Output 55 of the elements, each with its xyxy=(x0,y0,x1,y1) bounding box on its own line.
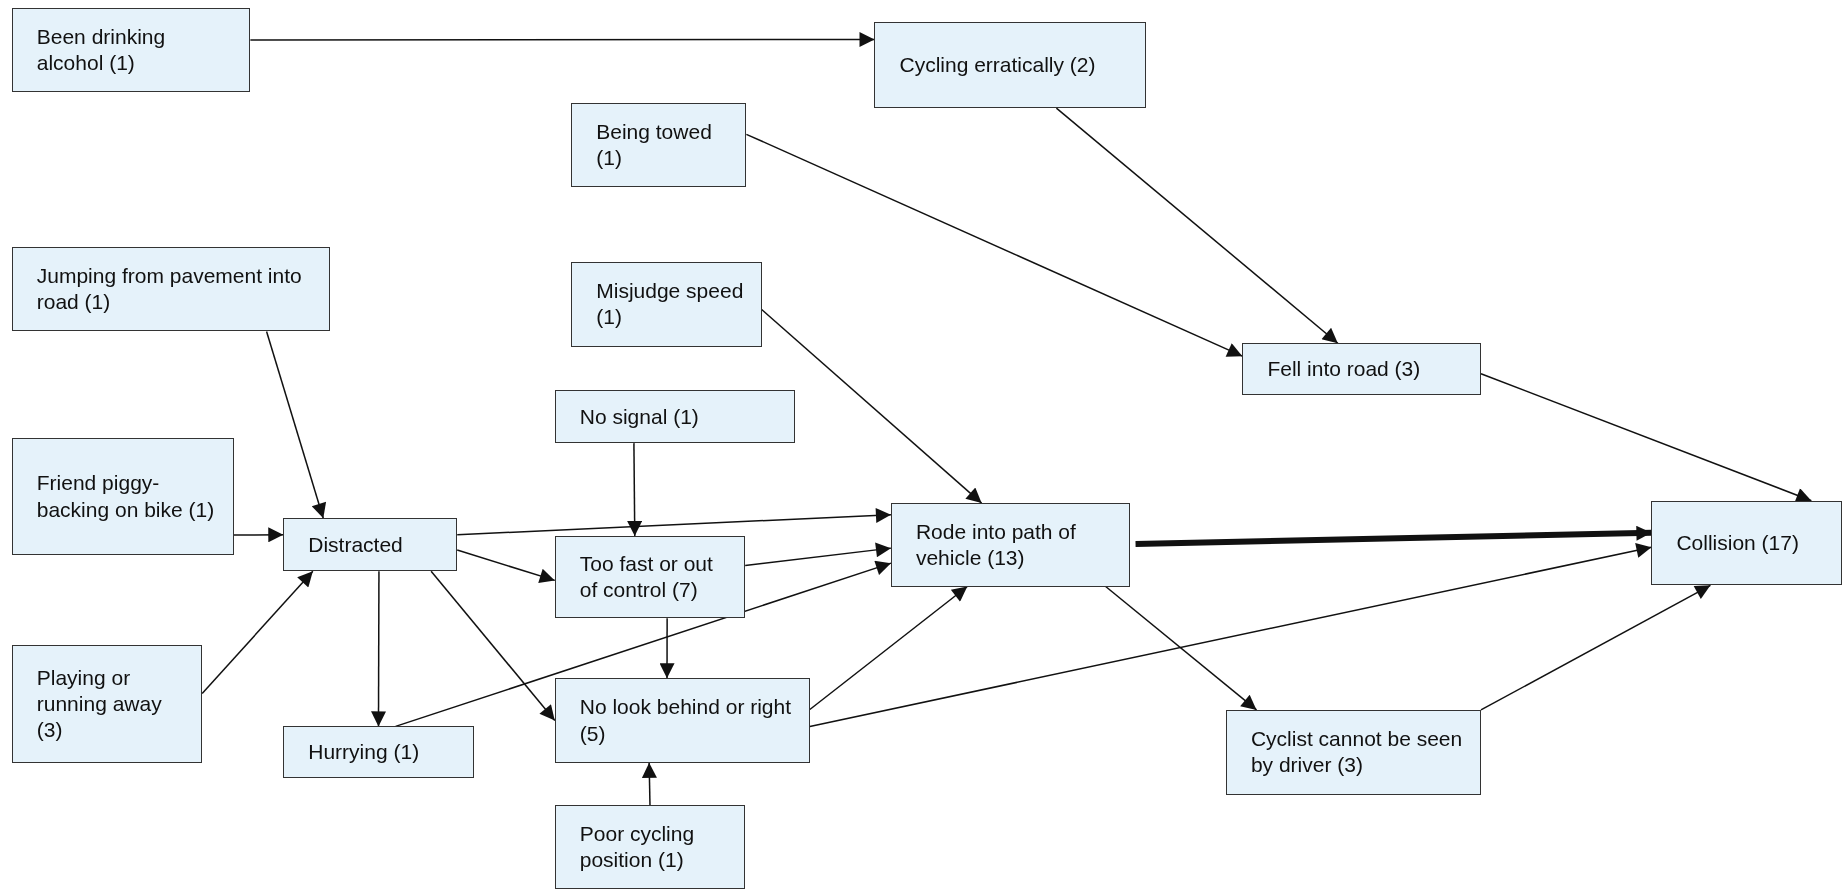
cause-box xyxy=(11,8,251,92)
box-label: Misjudge speed (1) xyxy=(596,278,745,331)
arrow xyxy=(233,527,284,543)
cause-box xyxy=(554,535,746,619)
cause-box xyxy=(554,678,810,763)
cause-box xyxy=(571,103,747,187)
arrow xyxy=(809,543,1653,728)
box-label: No signal (1) xyxy=(579,403,700,430)
cause-box xyxy=(1651,500,1842,586)
arrow xyxy=(371,570,386,728)
arrow xyxy=(249,32,876,47)
box-label: Poor cycling position (1) xyxy=(579,820,696,873)
cause-box xyxy=(11,645,203,763)
cause-box xyxy=(554,805,746,889)
cause-box xyxy=(11,246,331,332)
cause-box xyxy=(1225,709,1481,795)
arrow xyxy=(1480,584,1712,711)
cause-box xyxy=(554,390,795,444)
arrow xyxy=(627,442,643,537)
cause-box xyxy=(571,262,762,347)
cause-box xyxy=(11,438,234,555)
arrow xyxy=(1480,373,1813,503)
arrow xyxy=(659,617,675,679)
arrow xyxy=(809,585,969,711)
arrow xyxy=(641,762,657,806)
box-label: Friend piggy-backing on bike (1) xyxy=(36,470,216,523)
box-label: Fell into road (3) xyxy=(1267,355,1422,382)
box-label: Distracted xyxy=(308,531,404,558)
arrow xyxy=(1104,585,1258,711)
box-label: Too fast or out of control (7) xyxy=(579,550,714,604)
box-label: Hurrying (1) xyxy=(308,739,421,766)
box-label: Jumping from pavement into road (1) xyxy=(36,262,303,316)
box-label: Being towed (1) xyxy=(596,118,713,172)
cause-box xyxy=(874,22,1146,109)
arrow xyxy=(456,507,892,536)
box-label: Cyclist cannot be seen by driver (3) xyxy=(1250,726,1464,779)
box-label: Cycling erratically (2) xyxy=(899,52,1097,79)
arrow xyxy=(1135,525,1652,547)
arrow xyxy=(430,570,556,722)
arrow xyxy=(456,549,556,584)
box-label: Rode into path of vehicle (13) xyxy=(915,518,1077,571)
arrow xyxy=(201,570,314,695)
cause-box xyxy=(283,726,474,779)
box-label: Been drinking alcohol (1) xyxy=(36,23,167,76)
box-label: Playing or running away (3) xyxy=(36,664,163,744)
arrow xyxy=(744,542,892,567)
cause-box xyxy=(1242,343,1481,395)
box-label: Collision (17) xyxy=(1676,529,1800,556)
arrow xyxy=(265,330,327,520)
cause-box xyxy=(890,503,1130,587)
cause-box xyxy=(283,518,458,572)
arrow xyxy=(1055,107,1339,344)
arrow xyxy=(760,308,983,504)
box-label: No look behind or right (5) xyxy=(579,694,793,747)
arrow xyxy=(745,133,1244,357)
